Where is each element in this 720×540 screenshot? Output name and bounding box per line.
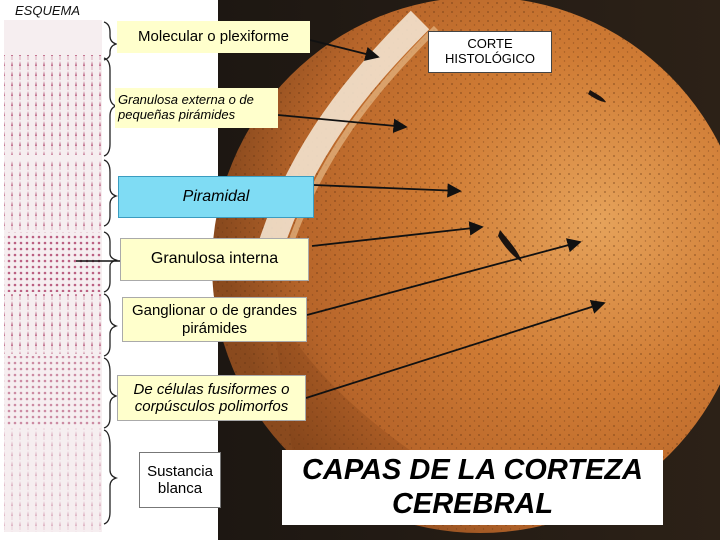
layer-text: Piramidal (182, 187, 250, 205)
layer-label-molecular: Molecular o plexiforme (117, 21, 310, 53)
layer-label-granulosa-externa: Granulosa externa o de pequeñas pirámide… (115, 88, 278, 128)
histology-disc (212, 0, 720, 533)
diagram-title-text: CAPAS DE LA CORTEZA CEREBRAL (301, 454, 644, 520)
layer-text: Granulosa interna (150, 250, 279, 268)
layer-text: Granulosa externa o de pequeñas pirámide… (118, 92, 254, 122)
layer-text: De células fusiformes o corpúsculos poli… (133, 380, 290, 415)
histology-section-label: CORTE HISTOLÓGICO (428, 31, 552, 73)
layer-text: Sustancia blanca (147, 462, 213, 497)
layer-label-ganglionar: Ganglionar o de grandes pirámides (122, 297, 307, 342)
pointer-arrows (277, 39, 606, 399)
histology-label-text: CORTE HISTOLÓGICO (444, 36, 536, 66)
layer-label-granulosa-interna: Granulosa interna (120, 238, 309, 281)
layer-text: Molecular o plexiforme (138, 28, 289, 46)
layer-label-sustancia-blanca: Sustancia blanca (139, 452, 221, 508)
diagram-title: CAPAS DE LA CORTEZA CEREBRAL (282, 450, 663, 525)
layer-label-fusiformes: De células fusiformes o corpúsculos poli… (117, 375, 306, 421)
scheme-title: ESQUEMA (15, 3, 81, 18)
layer-text: Ganglionar o de grandes pirámides (131, 302, 298, 337)
schema-strip (4, 20, 102, 532)
layer-label-piramidal: Piramidal (118, 176, 314, 218)
